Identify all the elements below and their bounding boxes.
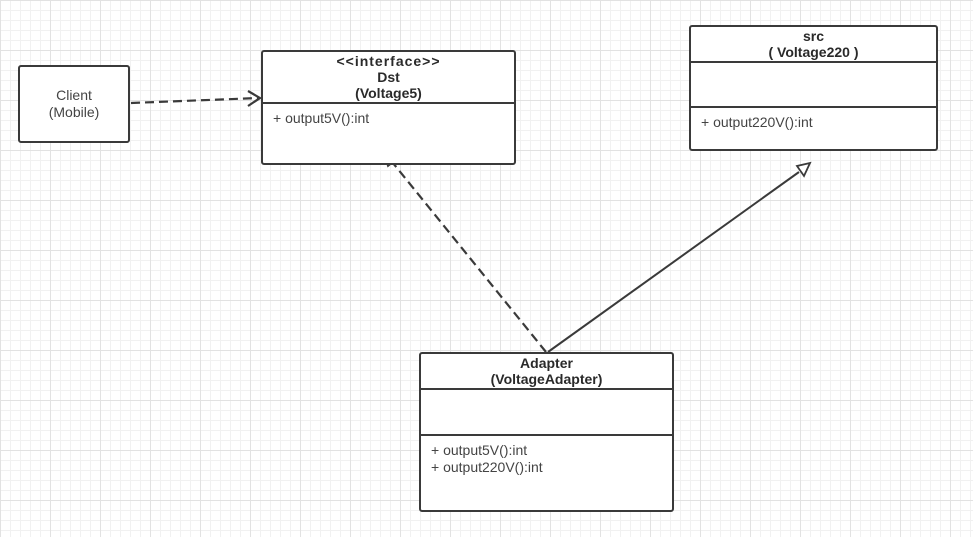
src-subtitle: ( Voltage220 ): [768, 44, 859, 60]
realization-line: [392, 162, 547, 353]
client-node[interactable]: Client (Mobile): [18, 65, 130, 143]
generalization-adapter-to-src: [547, 161, 812, 353]
src-operations: + output220V():int: [691, 108, 936, 131]
dst-name: Dst: [377, 69, 400, 85]
adapter-operation: + output5V():int: [431, 442, 528, 458]
dependency-client-to-dst: [130, 90, 263, 107]
src-header: src ( Voltage220 ): [691, 27, 936, 63]
dst-stereotype: <<interface>>: [336, 53, 441, 69]
dst-operations: + output5V():int: [263, 104, 514, 127]
dst-subtitle: (Voltage5): [355, 85, 422, 101]
client-sublabel: (Mobile): [48, 104, 100, 120]
adapter-attributes: [421, 390, 672, 436]
adapter-operation: + output220V():int: [431, 459, 543, 475]
adapter-name: Adapter: [520, 355, 573, 371]
client-label: Client: [56, 87, 92, 103]
open-arrow-head: [247, 90, 263, 107]
adapter-operations: + output5V():int + output220V():int: [421, 436, 672, 476]
dst-interface-node[interactable]: <<interface>> Dst (Voltage5) + output5V(…: [261, 50, 516, 165]
hollow-triangle-head: [795, 161, 812, 178]
dst-header: <<interface>> Dst (Voltage5): [263, 52, 514, 104]
src-name: src: [802, 28, 825, 44]
generalization-line: [547, 171, 800, 353]
src-operation: + output220V():int: [701, 114, 813, 130]
src-attributes: [691, 63, 936, 108]
dst-operation: + output5V():int: [273, 110, 370, 126]
dependency-line: [130, 96, 260, 105]
adapter-subtitle: (VoltageAdapter): [490, 371, 603, 387]
src-class-node[interactable]: src ( Voltage220 ) + output220V():int: [689, 25, 938, 151]
adapter-header: Adapter (VoltageAdapter): [421, 354, 672, 390]
realization-adapter-to-dst: [380, 145, 547, 353]
adapter-class-node[interactable]: Adapter (VoltageAdapter) + output5V():in…: [419, 352, 674, 512]
